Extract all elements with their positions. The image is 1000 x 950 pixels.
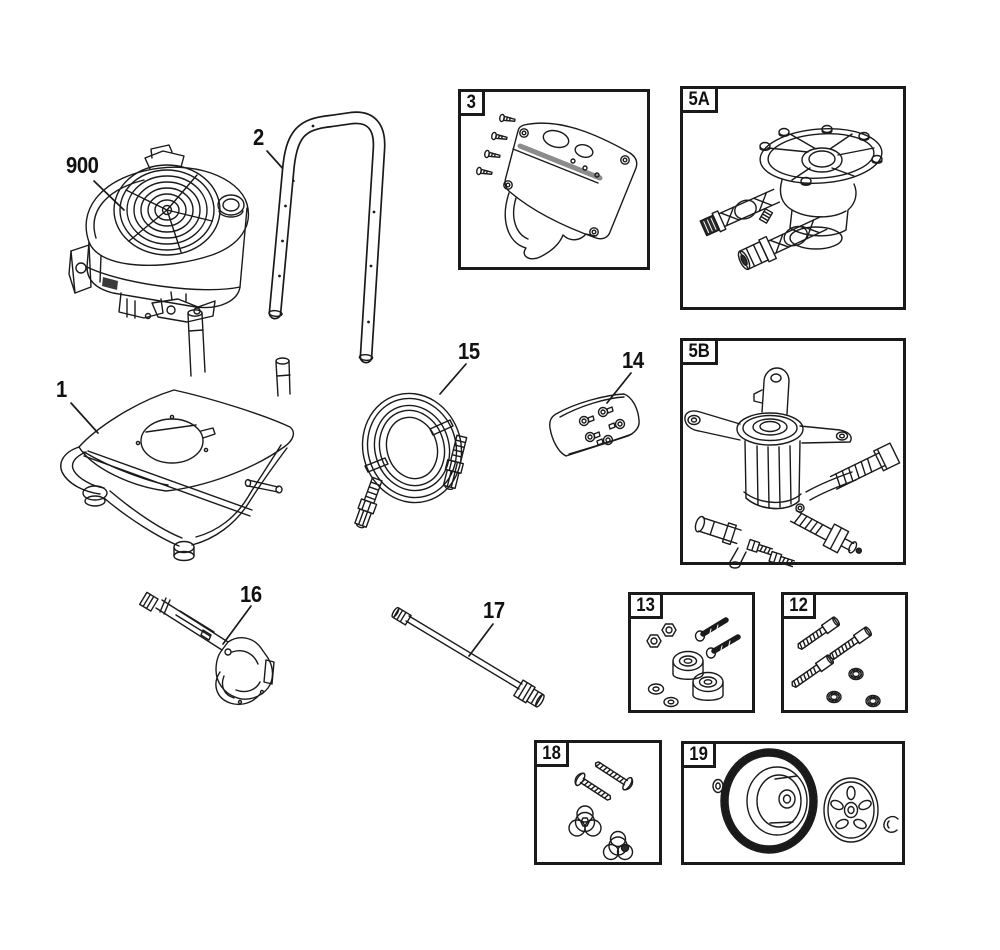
callout-frame: 1 xyxy=(56,376,67,402)
callout-spray-gun: 16 xyxy=(240,581,262,607)
pump-a-art xyxy=(699,124,883,271)
wheel-art xyxy=(712,748,899,854)
panel-art xyxy=(476,113,638,260)
group-box-axle-kit-label: 13 xyxy=(628,592,664,619)
knob-kit-art xyxy=(568,761,634,861)
group-box-pump-a: 5A xyxy=(680,86,906,310)
group-box-bolt-kit-label: 12 xyxy=(781,592,817,619)
engine-art xyxy=(68,144,250,323)
group-box-wheel-kit-label-text: 19 xyxy=(689,744,708,765)
callout-hose: 15 xyxy=(458,338,480,364)
group-box-pump-b-label-text: 5B xyxy=(688,341,710,362)
group-box-wheel-kit: 19 xyxy=(681,741,905,865)
group-box-knob-kit-label: 18 xyxy=(534,740,570,767)
group-box-knob-kit: 18 xyxy=(534,740,662,865)
frame-art xyxy=(60,309,295,562)
gun-art xyxy=(138,591,275,706)
wand-art xyxy=(391,606,545,708)
handle-art xyxy=(268,111,386,364)
group-box-panel-label-text: 3 xyxy=(466,92,477,113)
group-box-pump-b: 5B xyxy=(680,338,906,565)
group-box-panel-label: 3 xyxy=(458,89,485,116)
group-box-pump-a-label: 5A xyxy=(680,86,719,113)
hose-art xyxy=(354,392,468,529)
group-box-axle-kit-label-text: 13 xyxy=(636,595,655,616)
group-box-wheel-kit-label: 19 xyxy=(681,741,717,768)
leader-lines xyxy=(70,150,632,657)
group-box-bolt-kit: 12 xyxy=(781,592,908,713)
group-box-panel: 3 xyxy=(458,89,650,270)
group-box-pump-b-label: 5B xyxy=(680,338,719,365)
group-box-pump-a-label-text: 5A xyxy=(688,89,710,110)
callout-nozzle-kit: 14 xyxy=(622,347,644,373)
bolt-kit-art xyxy=(791,616,881,708)
callout-wand: 17 xyxy=(483,597,505,623)
callout-handle: 2 xyxy=(253,124,264,150)
group-box-axle-kit: 13 xyxy=(628,592,755,713)
axle-kit-art xyxy=(646,617,741,708)
group-box-knob-kit-label-text: 18 xyxy=(542,743,561,764)
pump-b-art xyxy=(684,367,901,569)
nozzle-kit-art xyxy=(549,393,640,457)
group-box-bolt-kit-label-text: 12 xyxy=(789,595,808,616)
callout-engine: 900 xyxy=(66,152,99,178)
